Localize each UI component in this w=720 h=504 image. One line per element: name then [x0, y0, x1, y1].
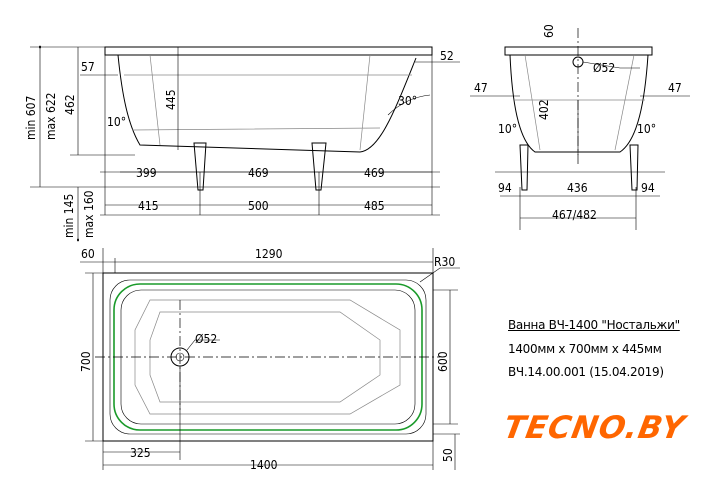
tecno-logo: TECNO.BY	[500, 410, 689, 446]
dim: 415	[138, 199, 159, 213]
inner-length: 1290	[255, 247, 283, 261]
leg-min: min 145	[62, 194, 76, 238]
dim: 469	[364, 166, 385, 180]
angle-right: 30°	[398, 94, 417, 108]
dim: 399	[136, 166, 157, 180]
dim: 467/482	[552, 208, 597, 222]
depth: 445	[164, 89, 178, 110]
end-left: 47	[474, 81, 488, 95]
end-depth: 402	[537, 99, 551, 120]
rim-width: 60	[81, 247, 95, 261]
inner-width: 600	[436, 351, 450, 372]
rim-right: 52	[440, 49, 454, 63]
dim: 436	[567, 181, 588, 195]
plan-view: 1290 60 R30 700 600 Ø52 325 1400 50	[79, 247, 460, 472]
end-drain: Ø52	[593, 61, 615, 75]
plan-drain: Ø52	[195, 332, 217, 346]
width: 700	[79, 351, 93, 372]
end-angle-left: 10°	[498, 122, 517, 136]
end-view: 60 Ø52 47 47 402 10° 10° 94 436 94 467/4…	[470, 24, 690, 230]
length: 1400	[250, 458, 278, 472]
drain-offset: 325	[130, 446, 151, 460]
dim: 485	[364, 199, 385, 213]
angle-left: 10°	[107, 115, 126, 129]
height-total-max: max 622	[44, 92, 58, 140]
bottom-rim: 50	[441, 448, 455, 462]
end-angle-right: 10°	[637, 122, 656, 136]
dim: 94	[641, 181, 655, 195]
corner-radius: R30	[434, 255, 455, 269]
dim: 94	[498, 181, 512, 195]
height-total-min: min 607	[24, 96, 38, 140]
product-size: 1400мм x 700мм x 445мм	[508, 342, 662, 356]
side-view: min 607 max 622 462 min 145 max 160 57 5…	[24, 47, 460, 240]
product-title: Ванна ВЧ-1400 "Ностальжи"	[508, 318, 680, 332]
end-right: 47	[668, 81, 682, 95]
product-code: ВЧ.14.00.001 (15.04.2019)	[508, 365, 664, 379]
end-top: 60	[542, 24, 556, 38]
dim: 500	[248, 199, 269, 213]
rim-left: 57	[81, 60, 95, 74]
dim: 469	[248, 166, 269, 180]
height-tub: 462	[63, 94, 77, 115]
leg-max: max 160	[82, 190, 96, 238]
